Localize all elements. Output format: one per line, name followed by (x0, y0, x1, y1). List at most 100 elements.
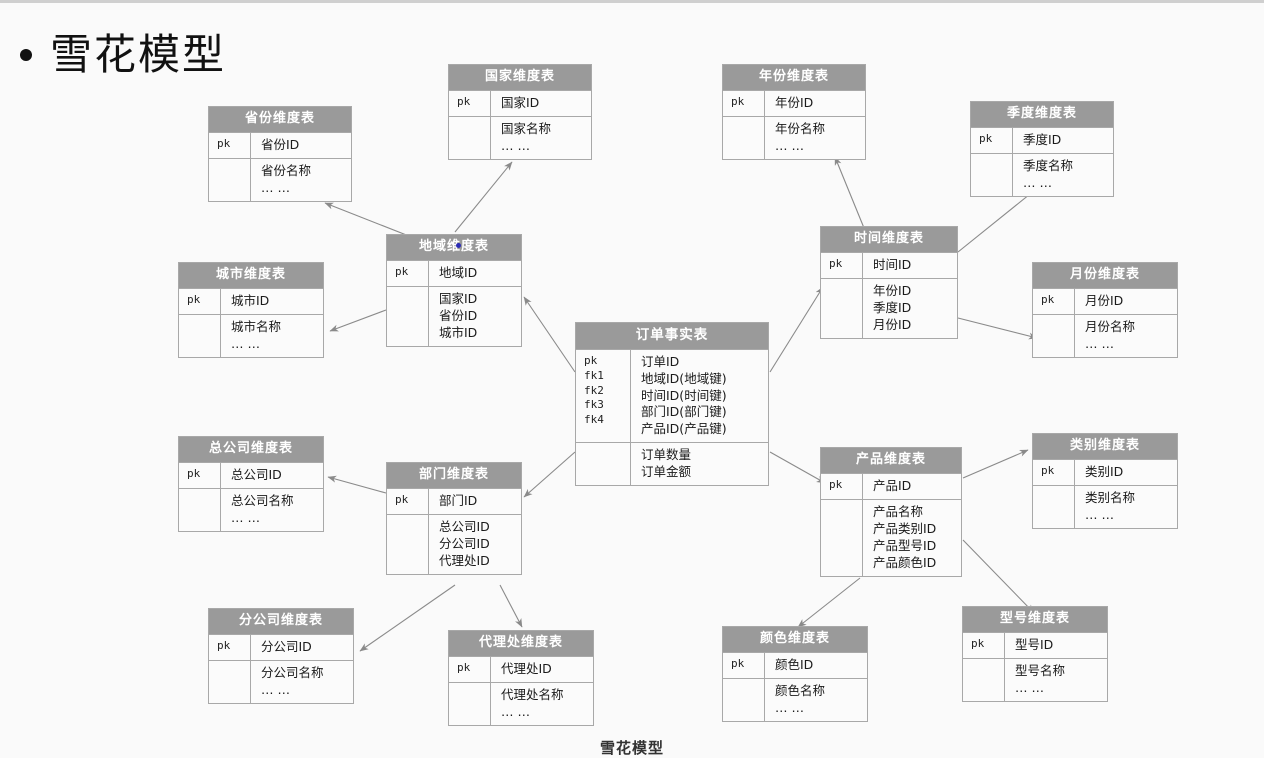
table-row: 季度名称 … … (971, 154, 1113, 196)
entity-title: 省份维度表 (209, 107, 351, 134)
attributes: 月份名称 … … (1085, 319, 1136, 352)
key-labels: pk fk1 fk2 fk3 fk4 (576, 349, 631, 443)
key-label: pk (209, 133, 251, 159)
page-title-text: 雪花模型 (50, 30, 227, 79)
key-label-empty (821, 500, 863, 576)
entity-title: 季度维度表 (971, 102, 1113, 129)
table-row: 分公司名称 … … (209, 661, 353, 703)
link-fact-time (769, 286, 824, 373)
link-dept-headquarters (327, 475, 387, 494)
table-row: 国家ID 省份ID 城市ID (387, 287, 521, 346)
link-product-color (797, 577, 861, 628)
table-row: 颜色名称 … … (723, 679, 867, 721)
entity-rows: pk 省份ID 省份名称 … … (209, 133, 351, 201)
pk-attribute: 省份ID (261, 137, 300, 153)
key-label: pk (821, 474, 863, 500)
entity-rows: pk 城市ID 城市名称 … … (179, 289, 323, 357)
pk-attribute: 国家ID (501, 95, 540, 111)
entity-quarter[interactable]: 季度维度表 pk 季度ID 季度名称 … … (970, 101, 1114, 197)
entity-rows: pk 时间ID 年份ID 季度ID 月份ID (821, 253, 957, 338)
table-row: pk 城市ID (179, 289, 323, 316)
pk-attribute: 地域ID (439, 265, 478, 281)
entity-title: 月份维度表 (1033, 263, 1177, 290)
key-label: pk (971, 128, 1013, 154)
key-label-empty (963, 659, 1005, 701)
table-row: pk 型号ID (963, 633, 1107, 660)
entity-headquarters[interactable]: 总公司维度表 pk 总公司ID 总公司名称 … … (178, 436, 324, 532)
entity-country[interactable]: 国家维度表 pk 国家ID 国家名称 … … (448, 64, 592, 160)
pk-attribute: 型号ID (1015, 637, 1054, 653)
attributes: 类别名称 … … (1085, 490, 1136, 523)
table-row: pk 月份ID (1033, 289, 1177, 316)
table-row: pk 代理处ID (449, 657, 593, 684)
key-label-empty (971, 154, 1013, 196)
pk-attribute: 产品ID (873, 478, 912, 494)
entity-title: 分公司维度表 (209, 609, 353, 636)
key-label-empty (723, 679, 765, 721)
entity-department[interactable]: 部门维度表 pk 部门ID 总公司ID 分公司ID 代理处ID (386, 462, 522, 575)
measure-attributes: 订单数量 订单金额 (641, 447, 692, 480)
entity-year[interactable]: 年份维度表 pk 年份ID 年份名称 … … (722, 64, 866, 160)
table-row: 月份名称 … … (1033, 315, 1177, 357)
page-title: 雪花模型 (20, 34, 226, 76)
entity-model[interactable]: 型号维度表 pk 型号ID 型号名称 … … (962, 606, 1108, 702)
entity-title: 国家维度表 (449, 65, 591, 92)
attributes: 产品名称 产品类别ID 产品型号ID 产品颜色ID (873, 504, 937, 570)
attributes: 城市名称 … … (231, 319, 282, 352)
entity-agency[interactable]: 代理处维度表 pk 代理处ID 代理处名称 … … (448, 630, 594, 726)
entity-region[interactable]: 地域维度表 pk 地域ID 国家ID 省份ID 城市ID (386, 234, 522, 347)
table-row: 型号名称 … … (963, 659, 1107, 701)
table-row: pk 时间ID (821, 253, 957, 280)
key-label-empty (179, 489, 221, 531)
link-region-country (454, 161, 513, 233)
entity-branch[interactable]: 分公司维度表 pk 分公司ID 分公司名称 … … (208, 608, 354, 704)
link-region-city (329, 309, 387, 332)
attributes: 总公司名称 … … (231, 493, 294, 526)
entity-time[interactable]: 时间维度表 pk 时间ID 年份ID 季度ID 月份ID (820, 226, 958, 339)
entity-rows: pk 年份ID 年份名称 … … (723, 91, 865, 159)
link-time-year (834, 156, 865, 229)
entity-rows: pk 类别ID 类别名称 … … (1033, 460, 1177, 528)
table-row: 订单数量 订单金额 (576, 443, 768, 485)
entity-month[interactable]: 月份维度表 pk 月份ID 月份名称 … … (1032, 262, 1178, 358)
entity-rows: pk 颜色ID 颜色名称 … … (723, 653, 867, 721)
entity-rows: pk 国家ID 国家名称 … … (449, 91, 591, 159)
table-row: pk 国家ID (449, 91, 591, 118)
entity-city[interactable]: 城市维度表 pk 城市ID 城市名称 … … (178, 262, 324, 358)
table-row: pk 年份ID (723, 91, 865, 118)
entity-order-fact[interactable]: 订单事实表 pk fk1 fk2 fk3 fk4 订单ID 地域ID(地域键) … (575, 322, 769, 486)
entity-color[interactable]: 颜色维度表 pk 颜色ID 颜色名称 … … (722, 626, 868, 722)
entity-title: 地域维度表 (387, 235, 521, 262)
table-row: pk 省份ID (209, 133, 351, 160)
table-row: pk 分公司ID (209, 635, 353, 662)
entity-category[interactable]: 类别维度表 pk 类别ID 类别名称 … … (1032, 433, 1178, 529)
entity-title: 城市维度表 (179, 263, 323, 290)
link-dept-branch (359, 584, 456, 652)
entity-title: 订单事实表 (576, 323, 768, 350)
key-label: pk (1033, 289, 1075, 315)
table-row: 总公司名称 … … (179, 489, 323, 531)
table-row: pk 类别ID (1033, 460, 1177, 487)
entity-rows: pk 总公司ID 总公司名称 … … (179, 463, 323, 531)
pk-attribute: 类别ID (1085, 464, 1124, 480)
pk-attribute: 颜色ID (775, 657, 814, 673)
table-row: pk 产品ID (821, 474, 961, 501)
table-row: 年份名称 … … (723, 117, 865, 159)
table-row: pk 部门ID (387, 489, 521, 516)
entity-rows: pk 产品ID 产品名称 产品类别ID 产品型号ID 产品颜色ID (821, 474, 961, 576)
attributes: 年份名称 … … (775, 121, 826, 154)
key-label: pk (449, 657, 491, 683)
attributes: 年份ID 季度ID 月份ID (873, 283, 912, 332)
attributes: 季度名称 … … (1023, 158, 1074, 191)
entity-province[interactable]: 省份维度表 pk 省份ID 省份名称 … … (208, 106, 352, 202)
pk-attribute: 时间ID (873, 257, 912, 273)
key-label: pk (449, 91, 491, 117)
table-row: 省份名称 … … (209, 159, 351, 201)
key-label-empty (1033, 315, 1075, 357)
entity-rows: pk 部门ID 总公司ID 分公司ID 代理处ID (387, 489, 521, 574)
entity-rows: pk 型号ID 型号名称 … … (963, 633, 1107, 701)
entity-title: 类别维度表 (1033, 434, 1177, 461)
entity-title: 颜色维度表 (723, 627, 867, 654)
entity-product[interactable]: 产品维度表 pk 产品ID 产品名称 产品类别ID 产品型号ID 产品颜色ID (820, 447, 962, 577)
table-row: 年份ID 季度ID 月份ID (821, 279, 957, 338)
